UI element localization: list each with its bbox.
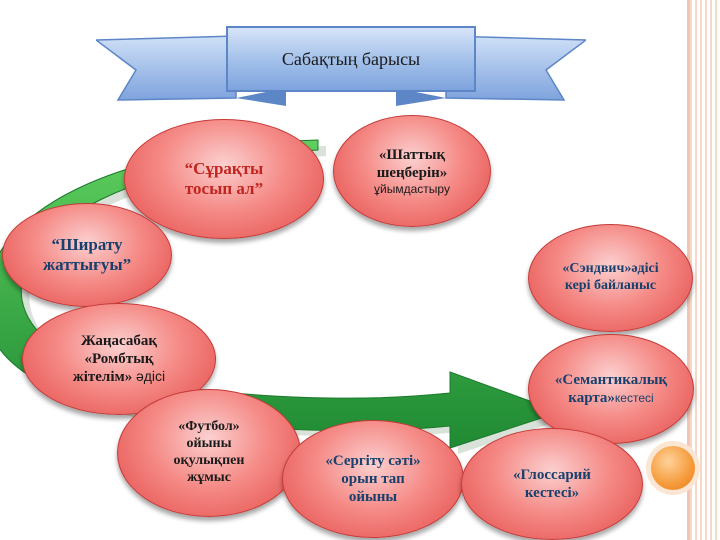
node-football-line1: «Футбол» (178, 419, 240, 435)
node-sergitu-line2: орын тап (341, 471, 405, 487)
decor-stripes (690, 0, 720, 540)
node-shirata-line1: “Ширату (51, 234, 123, 254)
node-football-line2: ойыны (186, 436, 232, 452)
node-semantic-line2b: кестесі (614, 391, 654, 405)
node-sergitu-line3: ойыны (348, 489, 398, 505)
node-shattyq-line2: шеңберін» (376, 164, 448, 181)
node-semantic: «Семантикалық карта»кестесі (528, 334, 694, 444)
node-glossary: «Глоссарий кестесі» (461, 428, 643, 540)
node-shirata: “Ширату жаттығуы” (2, 203, 172, 307)
node-semantic-line2: карта» (568, 390, 615, 406)
node-semantic-line2-wrap: карта»кестесі (568, 389, 653, 407)
banner-title-box: Сабақтың барысы (226, 26, 476, 92)
node-jana-line3: жітелім» (72, 369, 133, 385)
node-suraqty: “Сұрақты тосып ал” (124, 119, 324, 239)
node-sergitu-line1: «Сергіту сәті» (325, 453, 421, 469)
orange-dot-decoration (651, 446, 695, 490)
node-suraqty-line2: тосып ал” (184, 179, 264, 198)
node-jana-line2: «Ромбтық (84, 351, 154, 367)
title-banner: Сабақтың барысы (96, 18, 586, 113)
node-shattyq: «Шаттық шеңберін» ұйымдастыру (333, 115, 491, 227)
node-sandwich-line2: кері байланыс (564, 278, 657, 293)
node-jana-line3b: әдісі (135, 368, 166, 384)
page-title: Сабақтың барысы (281, 48, 421, 69)
node-glossary-line2: кестесі» (524, 485, 580, 501)
node-sandwich: «Сэндвич»әдісі кері байланыс (528, 224, 693, 332)
node-sandwich-line1: «Сэндвич»әдісі (562, 261, 659, 277)
node-suraqty-line1: “Сұрақты (184, 158, 264, 178)
node-jana-line3-wrap: жітелім» әдісі (73, 368, 165, 386)
node-sergitu: «Сергіту сәті» орын тап ойыны (282, 420, 464, 538)
node-football-line4: жұмыс (187, 469, 231, 485)
node-football: «Футбол» ойыны оқулықпен жұмыс (117, 389, 301, 517)
node-jana-line1: Жаңасабақ (80, 333, 158, 349)
node-shattyq-line1: «Шаттық (378, 146, 446, 163)
node-glossary-line1: «Глоссарий (513, 467, 591, 483)
node-semantic-line1: «Семантикалық (554, 372, 668, 388)
node-shattyq-line3: ұйымдастыру (374, 181, 450, 196)
banner-ribbon (96, 35, 586, 106)
node-football-line3: оқулықпен (173, 453, 245, 468)
node-shirata-line2: жаттығуы” (42, 255, 132, 274)
